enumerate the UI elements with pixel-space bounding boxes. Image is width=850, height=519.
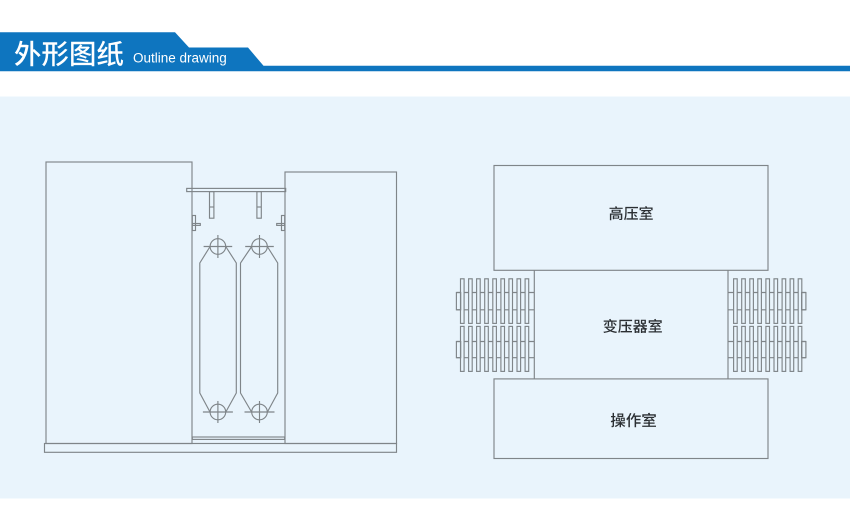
svg-text:Outline drawing: Outline drawing <box>133 51 227 66</box>
